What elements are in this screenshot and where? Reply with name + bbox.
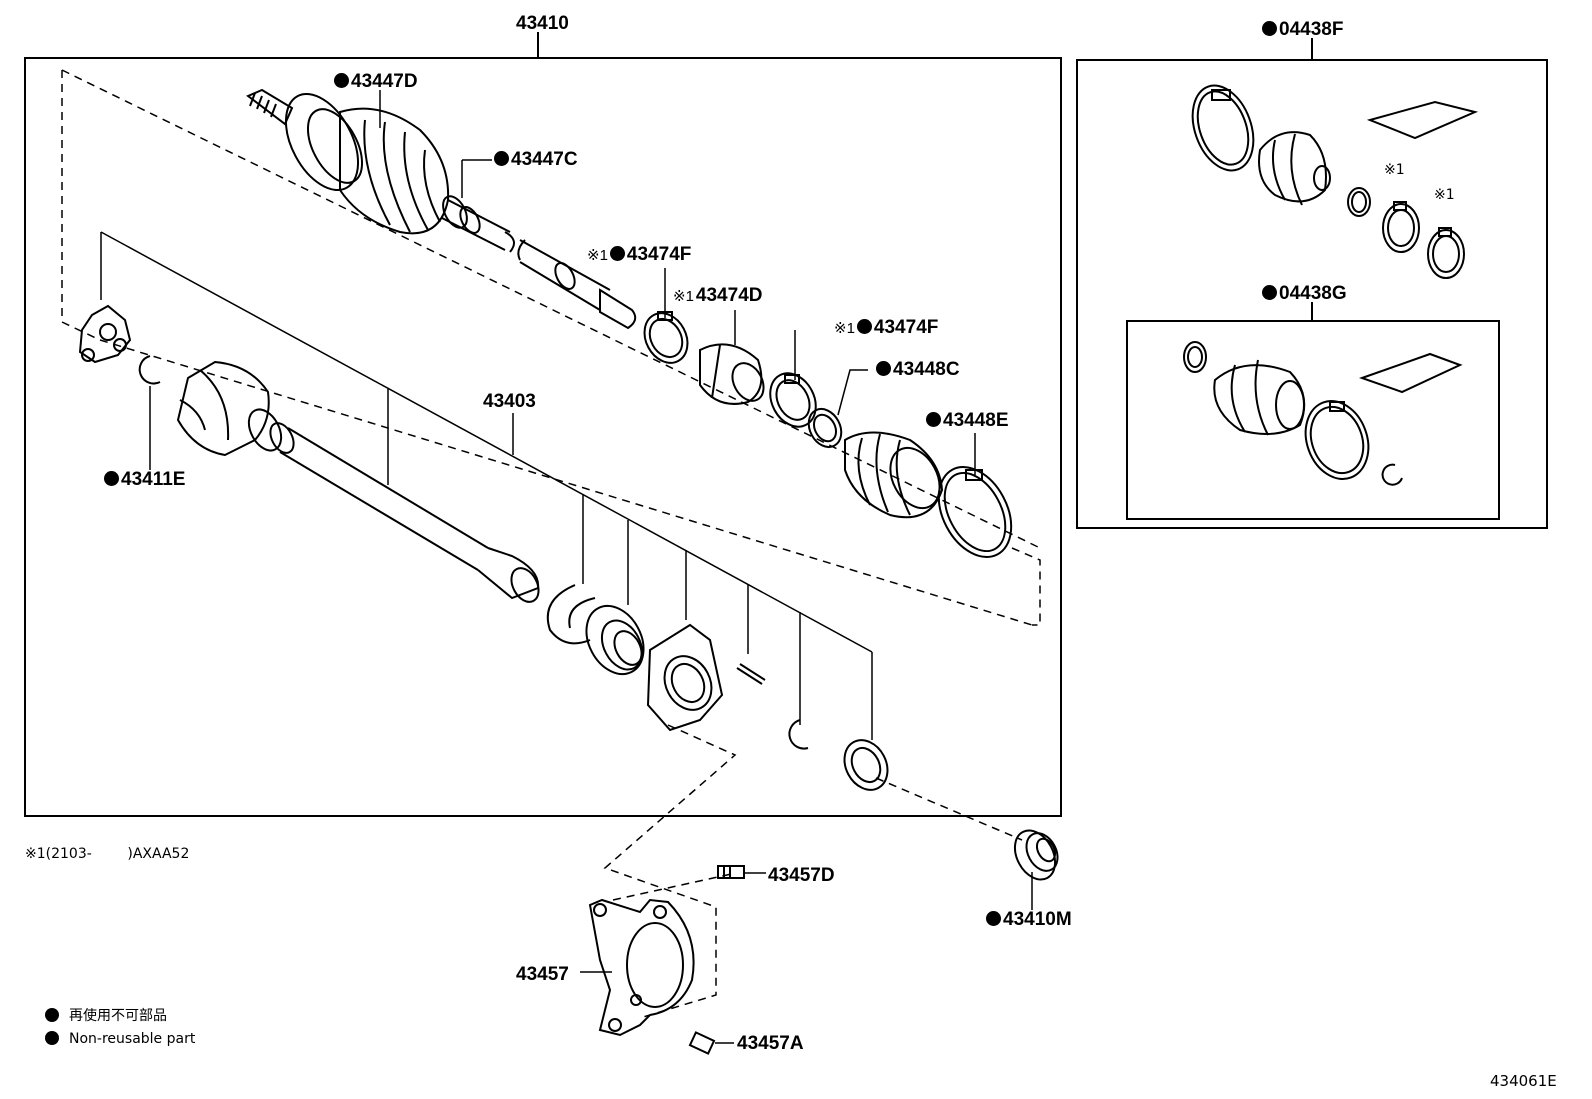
part-number: 43474D — [695, 285, 763, 306]
part-label-04438G[interactable]: 04438G — [1262, 284, 1347, 304]
part-number: 04438F — [1279, 19, 1344, 40]
legend-en-text: Non-reusable part — [69, 1031, 196, 1047]
legend-jp-text: 再使用不可部品 — [69, 1008, 167, 1024]
part-number: 43447D — [351, 71, 418, 92]
footnote-mark: ※1 — [25, 846, 46, 862]
bearing-parts — [546, 584, 889, 791]
kit-note-mark-a: ※1 — [1384, 162, 1405, 178]
part-label-43457A[interactable]: 43457A — [737, 1033, 804, 1054]
part-number: 43447C — [511, 149, 578, 170]
non-reusable-dot-icon — [45, 1008, 59, 1022]
inner-boot-parts — [643, 311, 1013, 558]
bracket-43457 — [588, 865, 745, 1055]
part-label-43410M[interactable]: 43410M — [986, 910, 1072, 930]
seal-43410M — [1013, 829, 1059, 881]
part-label-43474F-a[interactable]: ※1 43474F — [587, 245, 691, 266]
non-reusable-dot-icon — [856, 319, 872, 334]
note-mark: ※1 — [587, 247, 608, 264]
part-number: 43474F — [626, 244, 692, 265]
part-number: 04438G — [1279, 283, 1347, 304]
part-label-43403[interactable]: 43403 — [483, 391, 536, 412]
non-reusable-dot-icon — [609, 246, 625, 261]
part-label-43457[interactable]: 43457 — [516, 964, 569, 985]
kit-04438F-parts — [1191, 84, 1479, 279]
legend-en: Non-reusable part — [45, 1031, 195, 1047]
non-reusable-dot-icon — [104, 471, 119, 486]
drawing-number: 434061E — [1490, 1072, 1557, 1090]
part-label-43448C[interactable]: 43448C — [876, 360, 960, 380]
kit-04438G-parts — [1183, 341, 1463, 486]
footnote-text: (2103- )AXAA52 — [45, 846, 190, 862]
part-number: 43410M — [1003, 909, 1072, 930]
non-reusable-dot-icon — [334, 73, 349, 88]
part-label-43474F-b[interactable]: ※1 43474F — [834, 318, 938, 339]
non-reusable-dot-icon — [1262, 21, 1277, 36]
non-reusable-dot-icon — [986, 911, 1001, 926]
outer-cv-joint-shaft — [246, 88, 637, 330]
tripod-joint — [78, 304, 161, 385]
dashed-group-outline — [61, 69, 1041, 1019]
part-label-43448E[interactable]: 43448E — [926, 411, 1009, 431]
note-mark: ※1 — [834, 320, 855, 337]
part-number: 43411E — [121, 469, 186, 490]
legend-jp: 再使用不可部品 — [45, 1005, 167, 1025]
part-number: 43448C — [893, 359, 960, 380]
part-label-43447C[interactable]: 43447C — [494, 150, 578, 170]
part-label-43411E[interactable]: 43411E — [104, 470, 185, 490]
part-number: 43474F — [873, 317, 939, 338]
part-number: 43448E — [943, 410, 1009, 431]
inner-joint-shaft — [176, 360, 540, 603]
non-reusable-dot-icon — [876, 361, 891, 376]
part-label-04438F[interactable]: 04438F — [1262, 20, 1343, 40]
non-reusable-dot-icon — [1262, 285, 1277, 300]
assembly-frame-43410 — [24, 57, 1062, 817]
leader-lines — [100, 90, 1033, 1044]
part-label-43457D[interactable]: 43457D — [768, 865, 835, 886]
note-mark: ※1 — [673, 288, 694, 305]
part-label-43447D[interactable]: 43447D — [334, 72, 418, 92]
non-reusable-dot-icon — [494, 151, 509, 166]
kit-note-mark-b: ※1 — [1434, 187, 1455, 203]
part-label-43410[interactable]: 43410 — [516, 13, 569, 34]
non-reusable-dot-icon — [45, 1031, 59, 1045]
footnote: ※1(2103- )AXAA52 — [25, 846, 189, 862]
non-reusable-dot-icon — [926, 412, 941, 427]
